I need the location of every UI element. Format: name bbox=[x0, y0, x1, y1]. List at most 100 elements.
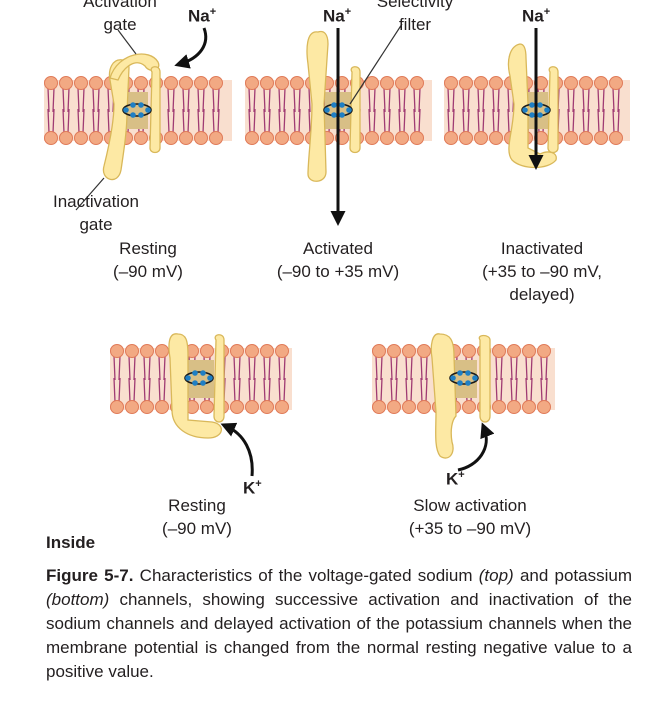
lipid-head bbox=[260, 400, 274, 414]
lipid-head bbox=[245, 344, 259, 358]
filter-dot bbox=[544, 107, 550, 113]
lipid-tail bbox=[390, 355, 398, 381]
lipid-tail bbox=[182, 108, 190, 134]
lipid-head bbox=[275, 76, 289, 90]
activation-gate-leader bbox=[117, 29, 137, 55]
lipid-tail bbox=[413, 87, 421, 113]
lipid-tail bbox=[278, 355, 286, 381]
selectivity-filter-leader bbox=[349, 23, 403, 105]
lipid-tail bbox=[143, 377, 151, 403]
lipid-head bbox=[444, 76, 458, 90]
lipid-tail bbox=[447, 87, 455, 113]
lipid-head bbox=[459, 131, 473, 145]
lipid-head bbox=[260, 76, 274, 90]
lipid-head bbox=[155, 400, 169, 414]
na-resting-membrane bbox=[44, 76, 232, 145]
na-resting-selectivity-filter bbox=[122, 102, 152, 118]
lipid-tail bbox=[263, 108, 271, 134]
filter-dot bbox=[130, 112, 136, 118]
filter-dot bbox=[207, 375, 213, 381]
lipid-tail bbox=[375, 377, 383, 403]
lipid-tail bbox=[405, 355, 413, 381]
lipid-tail bbox=[368, 87, 376, 113]
lipid-head bbox=[410, 76, 424, 90]
lipid-head bbox=[522, 400, 536, 414]
lipid-tail bbox=[128, 355, 136, 381]
lipid-head bbox=[194, 131, 208, 145]
lipid-head bbox=[410, 131, 424, 145]
lipid-head bbox=[125, 400, 139, 414]
lipid-tail bbox=[113, 355, 121, 381]
lipid-tail bbox=[47, 87, 55, 113]
lipid-tail bbox=[212, 108, 220, 134]
lipid-head bbox=[372, 400, 386, 414]
lipid-head bbox=[74, 131, 88, 145]
lipid-tail bbox=[92, 108, 100, 134]
lipid-head bbox=[110, 400, 124, 414]
filter-dot bbox=[185, 375, 191, 381]
filter-dot bbox=[529, 112, 535, 118]
lipid-head bbox=[155, 344, 169, 358]
lipid-tail bbox=[492, 87, 500, 113]
lipid-head bbox=[245, 400, 259, 414]
lipid-tail bbox=[462, 108, 470, 134]
state-voltage: (–90 to +35 mV) bbox=[276, 262, 400, 281]
lipid-head bbox=[387, 400, 401, 414]
na-activated-left-subunit bbox=[306, 30, 329, 182]
lipid-tail bbox=[398, 87, 406, 113]
k-ion-label-1: K+ bbox=[243, 478, 262, 498]
lipid-head bbox=[89, 76, 103, 90]
lipid-head bbox=[609, 76, 623, 90]
na-ion-label-3: Na+ bbox=[522, 6, 551, 26]
lipid-head bbox=[380, 131, 394, 145]
lipid-head bbox=[507, 344, 521, 358]
state-voltage: (+35 to –90 mV, delayed) bbox=[482, 262, 602, 304]
lipid-head bbox=[474, 131, 488, 145]
k-resting-label: Resting (–90 mV) bbox=[137, 494, 257, 540]
lipid-head bbox=[200, 400, 214, 414]
lipid-head bbox=[200, 344, 214, 358]
lipid-tail bbox=[77, 108, 85, 134]
filter-dot bbox=[123, 107, 129, 113]
lipid-tail bbox=[197, 87, 205, 113]
lipid-head bbox=[140, 400, 154, 414]
lipid-head bbox=[507, 400, 521, 414]
lipid-tail bbox=[477, 108, 485, 134]
k-slow-activation-label: Slow activation (+35 to –90 mV) bbox=[380, 494, 560, 540]
lipid-head bbox=[245, 76, 259, 90]
lipid-tail bbox=[420, 355, 428, 381]
caption-figure-number: Figure 5-7. bbox=[46, 566, 134, 585]
lipid-head bbox=[564, 131, 578, 145]
lipid-head bbox=[164, 76, 178, 90]
lipid-tail bbox=[383, 108, 391, 134]
filter-ring bbox=[184, 371, 214, 385]
lipid-head bbox=[260, 131, 274, 145]
lipid-tail bbox=[248, 87, 256, 113]
lipid-head bbox=[140, 344, 154, 358]
lipid-tail bbox=[113, 377, 121, 403]
filter-dot bbox=[457, 380, 463, 386]
lipid-tail bbox=[540, 355, 548, 381]
lipid-head bbox=[372, 344, 386, 358]
caption-text-2: and potassium bbox=[513, 566, 632, 585]
lipid-tail bbox=[597, 87, 605, 113]
lipid-head bbox=[110, 344, 124, 358]
lipid-tail bbox=[398, 108, 406, 134]
na-resting-pore bbox=[126, 92, 148, 129]
lipid-head bbox=[594, 76, 608, 90]
k-ion-label-2: K+ bbox=[446, 469, 465, 489]
na-activated-right-subunit bbox=[349, 66, 361, 154]
lipid-head bbox=[365, 131, 379, 145]
lipid-tail bbox=[390, 377, 398, 403]
lipid-tail bbox=[143, 355, 151, 381]
lipid-head bbox=[134, 76, 148, 90]
lipid-tail bbox=[567, 87, 575, 113]
lipid-head bbox=[275, 131, 289, 145]
lipid-head bbox=[609, 131, 623, 145]
inactivation-gate-label: Inactivation gate bbox=[53, 192, 139, 234]
lipid-tail bbox=[158, 377, 166, 403]
state-name: Inactivated bbox=[500, 239, 584, 258]
lipid-tail bbox=[368, 108, 376, 134]
filter-dot bbox=[450, 375, 456, 381]
lipid-head bbox=[290, 76, 304, 90]
